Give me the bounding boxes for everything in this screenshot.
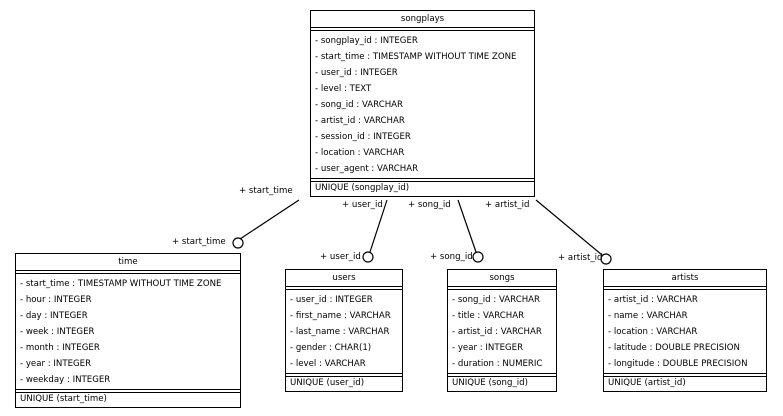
divider: [286, 286, 402, 290]
relation-label-song-id-target: + song_id: [430, 252, 473, 262]
relation-label-user-id-target: + user_id: [320, 252, 361, 262]
divider: [448, 373, 556, 377]
entity-songs[interactable]: songs - song_id : VARCHAR - title : VARC…: [447, 269, 557, 392]
attribute: - title : VARCHAR: [452, 311, 525, 321]
attribute: - year : INTEGER: [20, 359, 92, 369]
attribute: - month : INTEGER: [20, 343, 100, 353]
entity-artists[interactable]: artists - artist_id : VARCHAR - name : V…: [603, 269, 767, 392]
attribute: - year : INTEGER: [452, 343, 524, 353]
attribute: - week : INTEGER: [20, 327, 95, 337]
attribute: - artist_id : VARCHAR: [608, 295, 698, 305]
link-user-id-end-icon: [362, 251, 374, 263]
link-song-id: [457, 199, 477, 253]
attribute: - latitude : DOUBLE PRECISION: [608, 343, 740, 353]
divider: [16, 270, 240, 274]
attribute: - start_time : TIMESTAMP WITHOUT TIME ZO…: [20, 279, 222, 289]
entity-title: artists: [671, 273, 699, 283]
link-start-time-end-icon: [232, 237, 244, 249]
entity-constraint: UNIQUE (user_id): [290, 378, 365, 388]
attribute: - user_id : INTEGER: [290, 295, 373, 305]
relation-label-user-id-source: + user_id: [342, 200, 383, 210]
attribute: - location : VARCHAR: [608, 327, 698, 337]
link-artist-id-end-icon: [600, 253, 612, 265]
entity-constraint: UNIQUE (songplay_id): [315, 183, 410, 193]
attribute: - longitude : DOUBLE PRECISION: [608, 359, 748, 369]
attribute: - songplay_id : INTEGER: [315, 36, 418, 46]
divider: [311, 178, 534, 182]
attribute: - name : VARCHAR: [608, 311, 688, 321]
attribute: - level : VARCHAR: [290, 359, 366, 369]
attribute: - user_agent : VARCHAR: [315, 164, 419, 174]
link-user-id: [369, 199, 388, 253]
entity-title: time: [118, 257, 138, 267]
entity-constraint: UNIQUE (start_time): [20, 394, 107, 404]
attribute: - artist_id : VARCHAR: [315, 116, 405, 126]
attribute: - user_id : INTEGER: [315, 68, 398, 78]
entity-title: users: [332, 273, 356, 283]
link-artist-id: [535, 199, 603, 256]
attribute: - last_name : VARCHAR: [290, 327, 390, 337]
attribute: - duration : NUMERIC: [452, 359, 543, 369]
attribute: - artist_id : VARCHAR: [452, 327, 542, 337]
attribute: - level : TEXT: [315, 84, 372, 94]
entity-title: songplays: [400, 14, 445, 24]
divider: [286, 373, 402, 377]
attribute: - start_time : TIMESTAMP WITHOUT TIME ZO…: [315, 52, 517, 62]
attribute: - song_id : VARCHAR: [315, 100, 404, 110]
divider: [604, 373, 766, 377]
divider: [16, 389, 240, 393]
divider: [604, 286, 766, 290]
entity-constraint: UNIQUE (song_id): [452, 378, 528, 388]
divider: [311, 27, 534, 31]
relation-label-song-id-source: + song_id: [408, 200, 451, 210]
relation-label-artist-id-target: + artist_id: [558, 253, 603, 263]
attribute: - session_id : INTEGER: [315, 132, 411, 142]
attribute: - song_id : VARCHAR: [452, 295, 541, 305]
attribute: - hour : INTEGER: [20, 295, 92, 305]
entity-constraint: UNIQUE (artist_id): [608, 378, 686, 388]
relation-label-start-time-target: + start_time: [172, 237, 226, 247]
entity-users[interactable]: users - user_id : INTEGER - first_name :…: [285, 269, 403, 392]
attribute: - first_name : VARCHAR: [290, 311, 391, 321]
attribute: - weekday : INTEGER: [20, 375, 111, 385]
link-song-id-end-icon: [472, 251, 484, 263]
attribute: - gender : CHAR(1): [290, 343, 372, 353]
link-start-time: [239, 199, 300, 240]
entity-songplays[interactable]: songplays - songplay_id : INTEGER - star…: [310, 10, 535, 197]
relation-label-start-time-source: + start_time: [239, 186, 293, 196]
entity-time[interactable]: time - start_time : TIMESTAMP WITHOUT TI…: [15, 253, 241, 408]
attribute: - day : INTEGER: [20, 311, 88, 321]
attribute: - location : VARCHAR: [315, 148, 405, 158]
entity-title: songs: [489, 273, 515, 283]
relation-label-artist-id-source: + artist_id: [485, 200, 530, 210]
divider: [448, 286, 556, 290]
